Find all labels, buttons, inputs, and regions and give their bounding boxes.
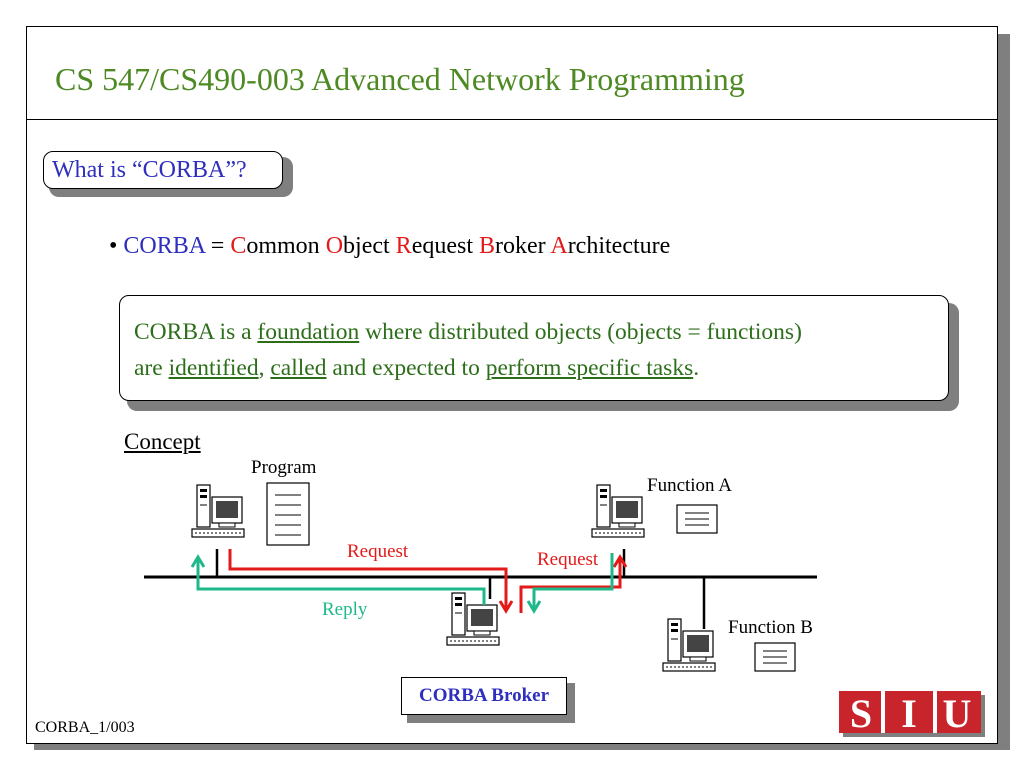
letter-b: B [479,233,496,259]
definition-text: . [693,355,700,381]
svg-text:U: U [943,691,972,736]
siu-logo: S I U [839,691,989,744]
corba-term: CORBA [123,233,205,259]
slide: CS 547/CS490-003 Advanced Network Progra… [26,26,998,744]
letter-o: O [325,233,344,259]
definition-called: called [270,355,327,381]
slide-footer: CORBA_1/003 [35,719,135,736]
program-computer-icon [191,484,245,538]
definition-box: CORBA is a foundation where distributed … [119,295,949,401]
definition-text: , [258,355,271,381]
letter-a: A [550,233,568,259]
slide-title: CS 547/CS490-003 Advanced Network Progra… [55,61,745,97]
definition-text: where distributed objects (objects = fun… [359,319,802,345]
request-arrow-left [228,549,508,609]
request-label-right: Request [537,549,599,570]
svg-text:I: I [901,691,917,736]
reply-arrow [196,559,486,605]
broker-computer-icon [446,592,500,646]
word-common-rest: ommon [246,233,320,259]
definition-text: and expected to [326,355,486,381]
word-architecture-rest: rchitecture [567,233,671,259]
function-b-computer-icon [662,618,716,672]
function-b-document-icon [754,642,796,672]
function-a-label: Function A [647,475,732,496]
definition-identified: identified [168,355,259,381]
definition-text: are [134,355,169,381]
letter-c: C [230,233,247,259]
program-label: Program [251,457,317,478]
request-label-left: Request [347,541,409,562]
concept-heading: Concept [124,429,201,454]
title-divider [27,119,997,120]
acronym-bullet: • CORBA = Common Object Request Broker A… [109,233,670,260]
corba-broker-box: CORBA Broker [401,677,567,715]
word-broker-rest: roker [495,233,546,259]
equals-sign: = [210,233,225,259]
word-object-rest: bject [343,233,390,259]
reply-label: Reply [322,599,368,620]
question-box: What is “CORBA”? [43,151,283,189]
definition-perform: perform specific tasks [485,355,694,381]
function-a-computer-icon [591,484,645,538]
concept-diagram [144,482,817,672]
request-arrow-right [519,559,622,613]
letter-r: R [395,233,412,259]
reply-arrow-right [532,553,614,609]
function-b-label: Function B [728,617,813,638]
function-a-document-icon [676,504,718,534]
program-document-icon [266,482,310,546]
word-request-rest: equest [411,233,473,259]
definition-text: CORBA is a [134,319,258,345]
svg-text:S: S [850,691,872,736]
bullet-marker: • [109,233,118,259]
definition-foundation: foundation [257,319,360,345]
